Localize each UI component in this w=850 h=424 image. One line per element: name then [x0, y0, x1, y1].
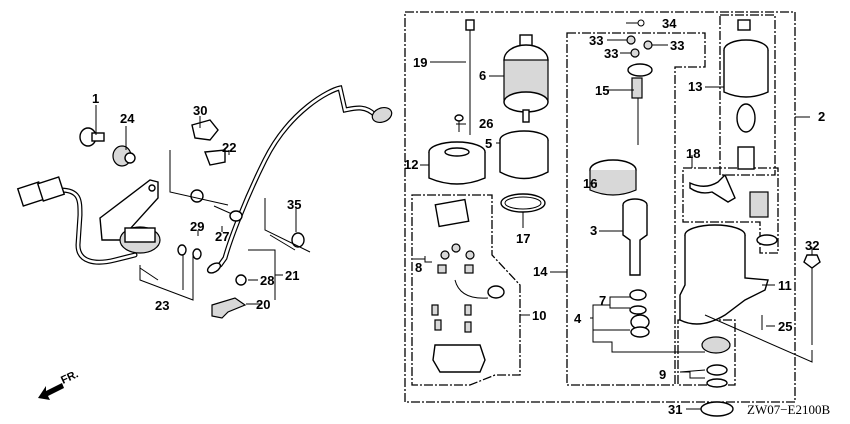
- callout-33-a: 33: [589, 33, 603, 48]
- callout-13: 13: [688, 79, 702, 94]
- callout-10: 10: [532, 308, 546, 323]
- callout-6: 6: [479, 68, 486, 83]
- callout-18: 18: [686, 146, 700, 161]
- callout-35: 35: [287, 197, 301, 212]
- callout-14: 14: [533, 264, 548, 279]
- callout-19: 19: [413, 55, 427, 70]
- callout-2: 2: [818, 109, 825, 124]
- starter-parts: [428, 19, 821, 417]
- callout-25: 25: [778, 319, 792, 334]
- front-arrow-icon: [38, 383, 64, 400]
- callout-31: 31: [668, 402, 682, 417]
- brush-holder-box: [411, 194, 521, 386]
- leader-lines-right: [413, 22, 813, 410]
- callout-34: 34: [662, 16, 677, 31]
- callout-28: 28: [260, 273, 274, 288]
- callout-20: 20: [256, 297, 270, 312]
- callout-1: 1: [92, 91, 99, 106]
- starter-motor-assembly-box: [404, 11, 796, 403]
- drive-assembly-box: [566, 32, 706, 386]
- callout-24: 24: [120, 111, 135, 126]
- callout-16: 16: [583, 176, 597, 191]
- callout-32: 32: [805, 238, 819, 253]
- callout-33-b: 33: [670, 38, 684, 53]
- front-direction-indicator: FR.: [38, 368, 80, 400]
- callout-labels: 1 2 3 4 5 6 7 8 9 10 11 12 13 14 15 16 1…: [92, 16, 830, 417]
- solenoid-box: [719, 14, 776, 176]
- callout-23: 23: [155, 298, 169, 313]
- front-label: FR.: [59, 368, 80, 386]
- left-small-parts: [79, 119, 311, 319]
- battery-cable: [206, 85, 393, 274]
- diagram-reference-code: ZW07−E2100B: [747, 402, 830, 417]
- leader-lines-left: [95, 105, 297, 305]
- callout-27: 27: [215, 229, 229, 244]
- callout-26: 26: [479, 116, 493, 131]
- callout-4: 4: [574, 311, 582, 326]
- callout-12: 12: [404, 157, 418, 172]
- callout-15: 15: [595, 83, 609, 98]
- callout-29: 29: [190, 219, 204, 234]
- callout-30: 30: [193, 103, 207, 118]
- callout-11: 11: [778, 278, 792, 293]
- callout-21: 21: [285, 268, 299, 283]
- relay-bracket: [99, 179, 161, 254]
- callout-8: 8: [415, 260, 422, 275]
- callout-22: 22: [222, 140, 236, 155]
- wire-harness: [16, 176, 138, 265]
- callout-5: 5: [485, 136, 492, 151]
- callout-33-c: 33: [604, 46, 618, 61]
- lever-kit-box: [682, 167, 779, 254]
- callout-7: 7: [599, 293, 606, 308]
- callout-3: 3: [590, 223, 597, 238]
- callout-9: 9: [659, 367, 666, 382]
- callout-17: 17: [516, 231, 530, 246]
